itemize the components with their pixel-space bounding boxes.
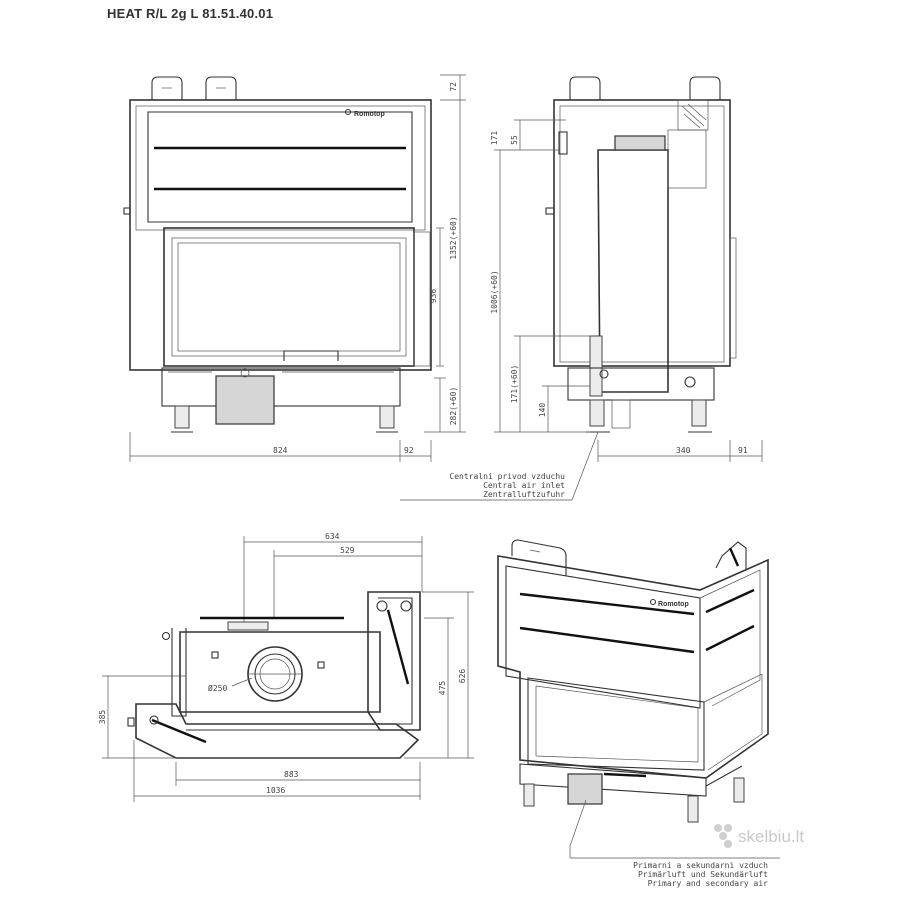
top-dim-h1: 626 bbox=[458, 669, 467, 684]
air-note-de: Zentralluftzufuhr bbox=[483, 490, 565, 499]
front-view: Romotop 824 92 bbox=[123, 74, 466, 462]
drawing-title: HEAT R/L 2g L 81.51.40.01 bbox=[107, 6, 274, 21]
side-dim-side: 91 bbox=[738, 446, 748, 455]
front-dim-width: 824 bbox=[273, 446, 288, 455]
front-brand-label: Romotop bbox=[354, 111, 385, 118]
air-note-en: Central air inlet bbox=[483, 481, 565, 490]
primary-note-de: Primärluft und Sekundärluft bbox=[638, 870, 768, 879]
side-view: 55 171 1006(+60) 171(+60) 140 340 91 bbox=[400, 76, 763, 501]
side-dim-height: 1006(+60) bbox=[490, 270, 499, 313]
side-dim-d2: 171 bbox=[490, 131, 499, 146]
primary-air-note: Primarni a sekundarni vzduch Primärluft … bbox=[633, 861, 768, 888]
top-view: 634 529 Ø250 626 bbox=[98, 532, 474, 802]
side-dim-d1: 55 bbox=[510, 135, 519, 145]
side-dim-depth: 340 bbox=[676, 446, 691, 455]
top-dim-w2: 529 bbox=[340, 546, 355, 555]
top-dim-bottom1: 883 bbox=[284, 770, 299, 779]
air-note-cz: Centralni privod vzduchu bbox=[449, 472, 565, 481]
watermark: skelbiu.lt bbox=[714, 824, 804, 848]
iso-brand-label: Romotop bbox=[658, 601, 689, 608]
top-dim-flue: Ø250 bbox=[208, 683, 227, 693]
front-dim-base: 282(+60) bbox=[449, 387, 458, 426]
primary-note-en: Primary and secondary air bbox=[648, 879, 769, 888]
top-dim-h2: 475 bbox=[438, 681, 447, 696]
central-air-note: Centralni privod vzduchu Central air inl… bbox=[449, 472, 565, 499]
front-dim-top: 72 bbox=[449, 82, 458, 92]
top-dim-w1: 634 bbox=[325, 532, 340, 541]
watermark-text: skelbiu.lt bbox=[738, 827, 804, 846]
top-dim-left: 385 bbox=[98, 710, 107, 725]
primary-note-cz: Primarni a sekundarni vzduch bbox=[633, 861, 768, 870]
front-dim-glass: 936 bbox=[429, 289, 438, 304]
top-dim-bottom2: 1036 bbox=[266, 786, 285, 795]
front-dim-height-total: 1352(+60) bbox=[449, 216, 458, 259]
side-dim-lower: 171(+60) bbox=[510, 365, 519, 404]
front-dim-side: 92 bbox=[404, 446, 414, 455]
iso-view: Romotop bbox=[497, 539, 780, 859]
side-dim-lower2: 140 bbox=[538, 403, 547, 418]
